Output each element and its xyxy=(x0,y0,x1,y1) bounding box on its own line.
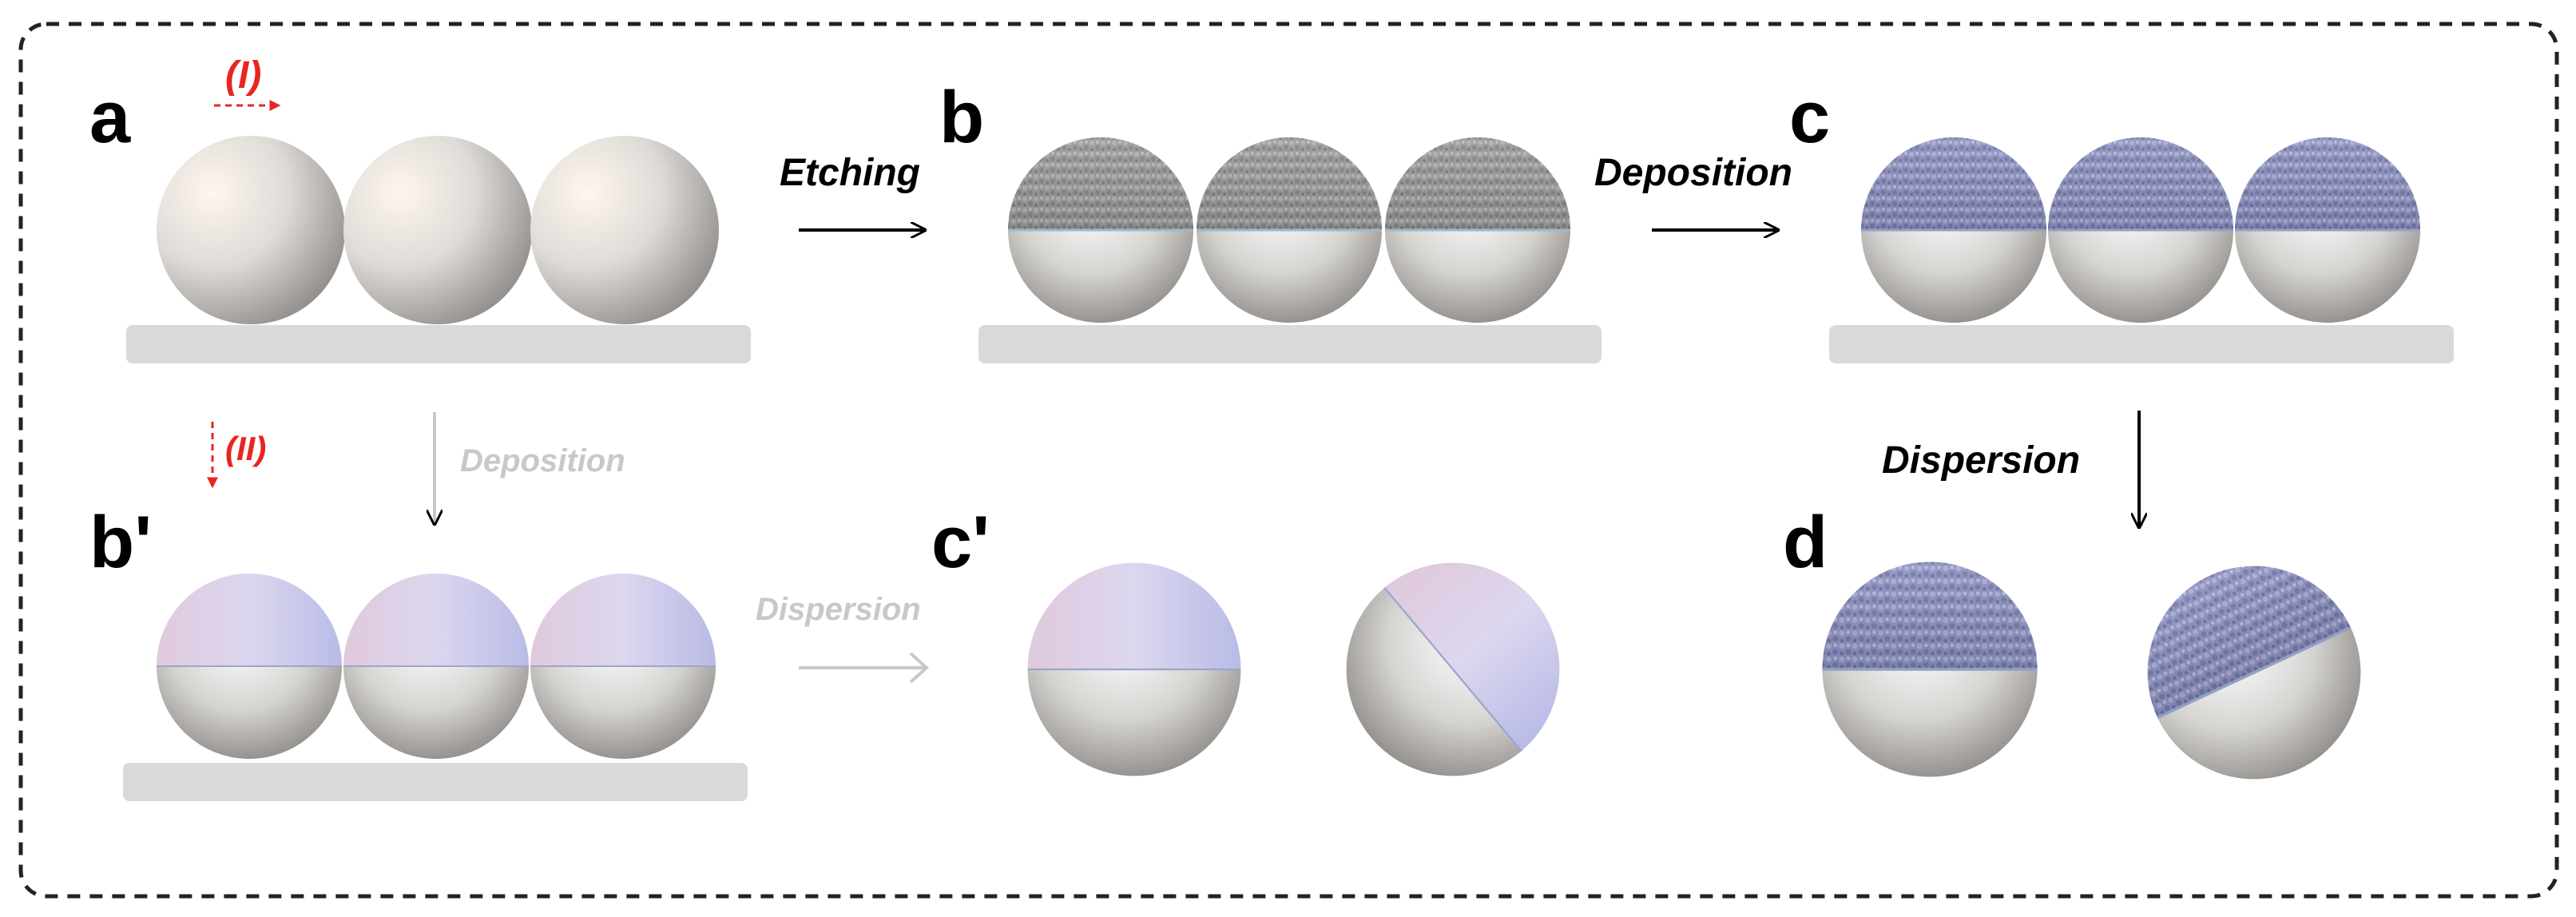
etching-label: Etching xyxy=(780,152,920,194)
etched-sphere-b-3 xyxy=(1385,137,1570,323)
sphere-a-2 xyxy=(343,136,532,324)
panel-c: c xyxy=(1789,77,2454,363)
panel-label-a: a xyxy=(89,77,131,158)
panel-b: b xyxy=(939,77,1602,363)
half-coated-sphere-b-prime-1 xyxy=(157,574,342,759)
route-two-label: (II) xyxy=(225,430,266,467)
panel-label-b: b xyxy=(939,77,984,158)
etched-sphere-b-2 xyxy=(1197,137,1382,323)
panel-label-c: c xyxy=(1789,77,1830,158)
sphere-a-3 xyxy=(530,136,719,324)
panel-c-prime: c' xyxy=(931,502,1603,820)
panel-label-d: d xyxy=(1783,502,1828,583)
panel-label-b-prime: b' xyxy=(89,502,152,583)
sphere-a-1 xyxy=(157,136,345,324)
half-coated-sphere-b-prime-2 xyxy=(343,574,529,759)
janus-sphere-c-prime-2 xyxy=(1303,519,1603,820)
dispersion-faded-label: Dispersion xyxy=(756,592,921,627)
deposition-faded-label: Deposition xyxy=(460,443,625,478)
janus-particle-d-1 xyxy=(1822,562,2037,776)
route-one-label: (I) xyxy=(225,54,261,97)
dispersion-right-label: Dispersion xyxy=(1882,439,2080,482)
coated-sphere-c-2 xyxy=(2048,137,2233,323)
dashed-frame xyxy=(18,22,2559,899)
janus-particle-d-2 xyxy=(2113,531,2396,815)
substrate-c xyxy=(1829,325,2454,363)
deposition-top-label: Deposition xyxy=(1594,152,1792,194)
panel-a: a xyxy=(89,77,751,363)
half-coated-sphere-b-prime-3 xyxy=(530,574,716,759)
substrate-b xyxy=(978,325,1602,363)
coated-sphere-c-3 xyxy=(2235,137,2420,323)
panel-d: d xyxy=(1783,502,2395,814)
substrate-b-prime xyxy=(123,763,748,801)
panel-b-prime: b' xyxy=(89,502,748,801)
janus-sphere-c-prime-1 xyxy=(1028,563,1241,776)
coated-sphere-c-1 xyxy=(1861,137,2046,323)
substrate-a xyxy=(126,325,751,363)
panel-label-c-prime: c' xyxy=(931,502,990,583)
dispersion-faded-arrowhead xyxy=(909,652,929,684)
etched-sphere-b-1 xyxy=(1008,137,1193,323)
